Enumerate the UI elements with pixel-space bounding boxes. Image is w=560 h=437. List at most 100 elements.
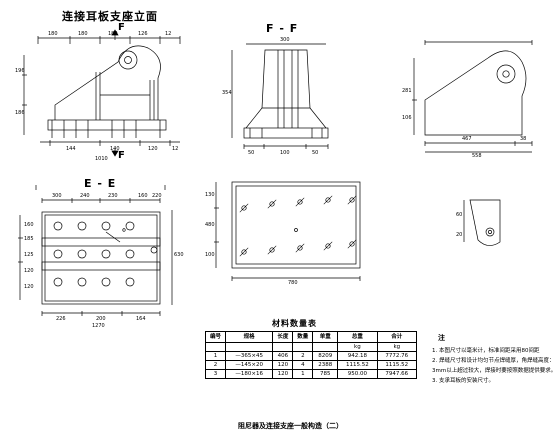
plan-bolt-hole-leader xyxy=(323,195,333,205)
table-cell: 950.00 xyxy=(337,369,378,379)
table-header: 规格 xyxy=(224,331,274,343)
table-cell: 7947.66 xyxy=(376,369,418,379)
ee-bolt-hole xyxy=(77,277,87,287)
plan-bolt-hole xyxy=(325,197,331,203)
base-plan-left-1: 130 xyxy=(205,192,215,198)
plan-bolt-hole xyxy=(241,205,247,211)
section-ee-dim-left-1: 160 xyxy=(24,222,34,228)
table-cell: —145×20 xyxy=(224,360,274,370)
table-title: 材料数量表 xyxy=(272,319,317,328)
plan-bolt-hole xyxy=(349,197,355,203)
base-plan-width: 780 xyxy=(288,280,298,286)
table-cell: 8209 xyxy=(312,351,339,361)
table-row: 1 —365×45 406 2 8209 942.18 7772.76 xyxy=(205,351,418,361)
section-ff-title: F - F xyxy=(266,22,299,35)
plan-bolt-hole-leader xyxy=(295,243,305,253)
table-cell: 3 xyxy=(205,369,226,379)
section-ff-dim-bottom-3: 50 xyxy=(312,150,319,156)
table-unit xyxy=(272,342,294,352)
section-ee-dim-bottom-1: 226 xyxy=(56,316,66,322)
table-cell: —365×45 xyxy=(224,351,274,361)
table-unit xyxy=(292,342,314,352)
ee-bolt-hole xyxy=(125,221,135,231)
section-ff-dim-bottom-1: 50 xyxy=(248,150,255,156)
ee-bolt-hole xyxy=(53,249,63,259)
section-ee-dim-top-5: 220 xyxy=(152,193,162,199)
table-unit xyxy=(224,342,274,352)
ee-bolt-hole xyxy=(101,277,111,287)
table-unit xyxy=(205,342,226,352)
plan-bolt-hole xyxy=(241,249,247,255)
small-plate-label-1: 60 xyxy=(456,212,463,218)
elevation-dim-top-2: 180 xyxy=(78,31,88,37)
section-ee-dim-left-5: 120 xyxy=(24,284,34,290)
table-unit: kg xyxy=(376,342,418,352)
ee-bolt-hole xyxy=(53,221,63,231)
ee-bolt-hole xyxy=(77,249,87,259)
table-header: 单重 xyxy=(312,331,339,343)
plan-bolt-hole xyxy=(297,245,303,251)
table-cell: 1 xyxy=(292,369,314,379)
elevation-dim-left-2: 186 xyxy=(15,110,25,116)
ee-bolt-hole xyxy=(77,221,87,231)
table-unit: kg xyxy=(337,342,378,352)
elevation-dim-bottom-3: 120 xyxy=(148,146,158,152)
section-ee-dim-top-3: 230 xyxy=(108,193,118,199)
elevation-dim-bottom-2: 140 xyxy=(110,146,120,152)
footer-title: 阻尼器及连接支座一般构造（二） xyxy=(238,422,343,430)
ee-bolt-hole xyxy=(101,221,111,231)
note-line-1: 1. 本图尺寸以毫米计，标准间距采用80间距 xyxy=(432,348,540,354)
elevation-dim-top-4: 126 xyxy=(138,31,148,37)
plan-bolt-hole xyxy=(297,199,303,205)
elevation-dim-top-5: 12 xyxy=(165,31,172,37)
ee-bolt-holes xyxy=(53,221,158,287)
table-header: 编号 xyxy=(205,331,226,343)
note-line-3: 3mm以上超过较大，焊接时要按照数据提供要求。 xyxy=(432,368,557,374)
table-cell: 120 xyxy=(272,360,294,370)
plan-bolt-hole-leader xyxy=(347,195,357,205)
table-header: 总重 xyxy=(337,331,378,343)
section-ee-title: E - E xyxy=(84,177,117,190)
plan-bolt-hole xyxy=(325,243,331,249)
plan-bolt-hole-leader xyxy=(295,197,305,207)
ee-bolt-hole xyxy=(125,249,135,259)
base-plan-height: 480 xyxy=(205,222,215,228)
section-ee-dim-left-4: 120 xyxy=(24,268,34,274)
small-plate-label-2: 20 xyxy=(456,232,463,238)
table-cell: 2 xyxy=(205,360,226,370)
section-ff-total: 300 xyxy=(280,37,290,43)
plate-dim-bottom-2: 38 xyxy=(520,136,527,142)
elevation-dim-left-1: 196 xyxy=(15,68,25,74)
table-row: 2 —145×20 120 4 2388 1115.52 1115.52 xyxy=(205,360,418,370)
table-cell: 1115.52 xyxy=(376,360,418,370)
elevation-dim-top-1: 180 xyxy=(48,31,58,37)
section-ee-total: 1270 xyxy=(92,323,105,329)
plate-height-2: 106 xyxy=(402,115,412,121)
table-cell: 2388 xyxy=(312,360,339,370)
table-header: 长度 xyxy=(272,331,294,343)
elevation-dim-bottom-4: 12 xyxy=(172,146,179,152)
plan-bolt-hole-leader xyxy=(323,241,333,251)
plan-bolt-hole-leader xyxy=(267,199,277,209)
table-header: 合计 xyxy=(376,331,418,343)
elevation-dim-top-3: 180 xyxy=(108,31,118,37)
plan-bolt-hole xyxy=(269,247,275,253)
plate-dim-bottom-total: 558 xyxy=(472,153,482,159)
plan-bolt-holes xyxy=(239,195,357,257)
plate-dim-bottom-1: 467 xyxy=(462,136,472,142)
section-ee-dim-left-2: 185 xyxy=(24,236,34,242)
plan-bolt-hole-leader xyxy=(347,239,357,249)
table-cell: 120 xyxy=(272,369,294,379)
plan-bolt-hole xyxy=(269,201,275,207)
plan-center-mark xyxy=(294,228,298,232)
section-ee-view xyxy=(18,185,173,316)
section-ff-view xyxy=(231,43,329,149)
table-cell: 4 xyxy=(292,360,314,370)
table-unit-row: kg kg xyxy=(205,342,418,352)
section-ee-dim-top-1: 300 xyxy=(52,193,62,199)
section-ee-dim-left-3: 125 xyxy=(24,252,34,258)
section-ee-dim-top-4: 160 xyxy=(138,193,148,199)
section-ff-height: 354 xyxy=(222,90,232,96)
table-cell: 406 xyxy=(272,351,294,361)
